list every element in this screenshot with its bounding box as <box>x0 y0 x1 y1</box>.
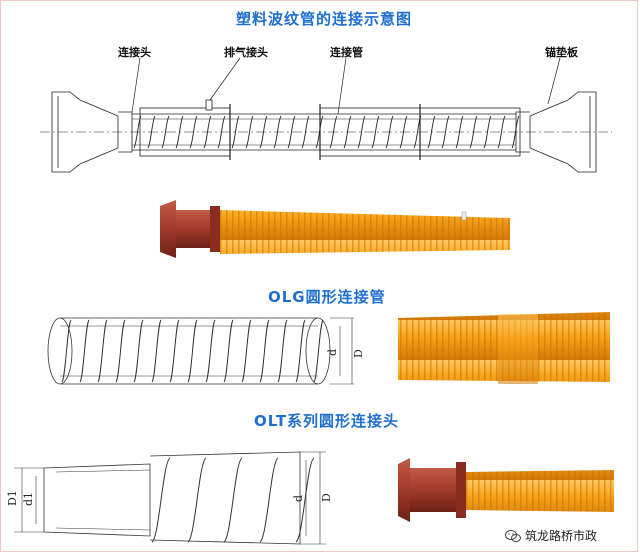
spiral-rib <box>79 319 90 383</box>
photo-olt-connector <box>398 458 614 522</box>
spiral-rib <box>189 115 198 149</box>
spiral-rib <box>151 457 171 543</box>
spiral-rib <box>427 115 436 149</box>
spiral-rib <box>259 319 270 383</box>
spiral-rib <box>259 457 279 543</box>
spiral-rib <box>231 115 240 149</box>
spiral-rib <box>313 319 324 383</box>
dim-olg-d: d <box>326 349 339 356</box>
spiral-rib <box>169 319 180 383</box>
spiral-rib <box>295 457 315 543</box>
olt-drawing <box>14 451 326 545</box>
label-connecting-pipe: 连接管 <box>330 46 363 59</box>
wechat-icon <box>505 529 521 542</box>
spiral-rib <box>203 115 212 149</box>
spiral-rib <box>115 319 126 383</box>
spiral-rib <box>469 115 478 149</box>
spiral-rib <box>329 115 338 149</box>
photo-pipe-with-anchor <box>160 200 510 258</box>
spiral-rib <box>343 115 352 149</box>
label-vent-connector: 排气接头 <box>224 46 268 59</box>
spiral-rib <box>301 115 310 149</box>
spiral-rib <box>497 115 506 149</box>
spiral-rib <box>357 115 366 149</box>
spiral-rib <box>455 115 464 149</box>
label-anchor-plate: 锚垫板 <box>545 46 578 59</box>
spiral-rib <box>277 319 288 383</box>
spiral-rib <box>223 319 234 383</box>
spiral-rib <box>385 115 394 149</box>
title-olt: OLT系列圆形连接头 <box>254 412 400 430</box>
title-olg: OLG圆形连接管 <box>268 288 386 306</box>
spiral-rib <box>161 115 170 149</box>
dim-olt-d1: d1 <box>22 492 35 506</box>
spiral-rib <box>273 115 282 149</box>
spiral-rib <box>511 115 520 149</box>
dim-olt-D1: D1 <box>6 490 19 506</box>
spiral-rib <box>187 319 198 383</box>
olg-drawing <box>47 317 354 385</box>
spiral-rib <box>241 319 252 383</box>
spiral-rib <box>133 319 144 383</box>
spiral-rib <box>371 115 380 149</box>
spiral-rib <box>295 319 306 383</box>
spiral-rib <box>97 319 108 383</box>
spiral-rib <box>259 115 268 149</box>
spiral-rib <box>175 115 184 149</box>
spiral-rib <box>399 115 408 149</box>
spiral-rib <box>441 115 450 149</box>
spiral-rib <box>187 457 207 543</box>
dim-olg-D: D <box>352 349 365 358</box>
label-connector-head: 连接头 <box>118 46 151 59</box>
connection-diagram <box>40 57 612 173</box>
watermark: 筑龙路桥市政 <box>505 527 597 544</box>
spiral-rib <box>151 319 162 383</box>
spiral-rib <box>205 319 216 383</box>
title-connection-diagram: 塑料波纹管的连接示意图 <box>236 10 413 28</box>
spiral-rib <box>147 115 156 149</box>
spiral-rib <box>223 457 243 543</box>
spiral-rib <box>61 319 72 383</box>
watermark-text: 筑龙路桥市政 <box>525 529 598 543</box>
dim-olt-D: D <box>320 493 333 502</box>
spiral-rib <box>217 115 226 149</box>
spiral-rib <box>287 115 296 149</box>
photo-olg-pipe <box>398 312 610 384</box>
dim-olt-d: d <box>292 495 305 502</box>
spiral-rib <box>483 115 492 149</box>
spiral-rib <box>245 115 254 149</box>
